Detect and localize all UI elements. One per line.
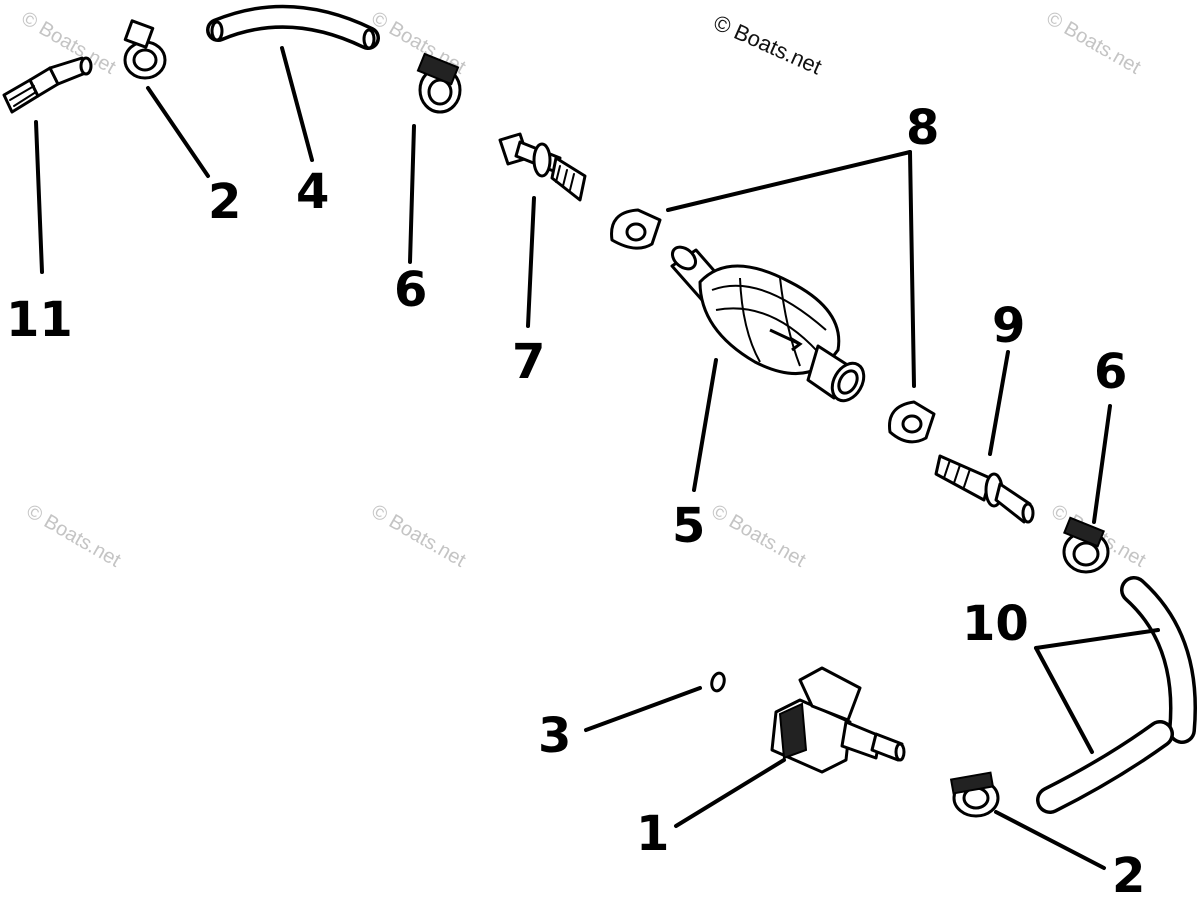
callout-2-lower: 2 [1112,848,1145,900]
leader-line-3 [584,686,702,732]
leader-line-5 [692,358,718,492]
callout-4: 4 [296,164,329,220]
callout-7: 7 [512,334,545,390]
watermark: © Boats.net [368,500,470,572]
fuel-hose-4-drawing [206,4,380,50]
callout-labels: 11 2 4 6 7 8 5 9 6 10 3 1 2 [6,100,1145,900]
check-valve-7-drawing [498,132,587,202]
watermark: © Boats.net [23,500,125,572]
clamp-8a-drawing [610,208,662,250]
clamp-8b-drawing [888,400,936,444]
hose-clamp-2b-drawing [949,771,1000,818]
leader-line-6b [1092,404,1112,524]
leader-lines [34,46,1160,870]
primer-bulb-5-drawing [670,245,866,403]
connector-1-drawing [770,666,906,774]
callout-6-lower: 6 [1094,344,1127,400]
watermark: © Boats.net [1043,7,1145,79]
leader-line-9 [988,350,1010,456]
leader-line-1 [674,758,786,828]
leader-line-4 [280,46,314,162]
leader-line-8b [908,150,916,388]
leader-line-10a [1034,628,1160,650]
o-ring-3-drawing [710,671,726,693]
leader-line-2b [994,810,1106,870]
callout-2: 2 [208,174,241,230]
leader-line-8a [666,150,912,212]
callout-8: 8 [906,100,939,156]
hose-clamp-2-drawing [123,19,167,80]
callout-5: 5 [672,498,705,554]
hose-clamp-6b-drawing [1062,516,1110,574]
callout-10: 10 [962,596,1029,652]
watermark: © Boats.net [708,500,810,572]
fuel-hose-10-drawing [1036,576,1197,814]
leader-line-11 [34,120,44,274]
callout-3: 3 [538,708,571,764]
callout-9: 9 [992,298,1025,354]
leader-line-10b [1034,646,1094,754]
leader-line-2a [146,86,210,178]
leader-line-6a [408,124,416,264]
check-valve-9-drawing [934,454,1035,524]
callout-11: 11 [6,292,73,348]
fitting-11-drawing [2,56,93,114]
callout-1: 1 [636,806,669,862]
leader-line-7 [526,196,536,328]
hose-clamp-6-drawing [416,52,462,114]
copyright-notice: © Boats.net [710,10,825,80]
callout-6: 6 [394,262,427,318]
